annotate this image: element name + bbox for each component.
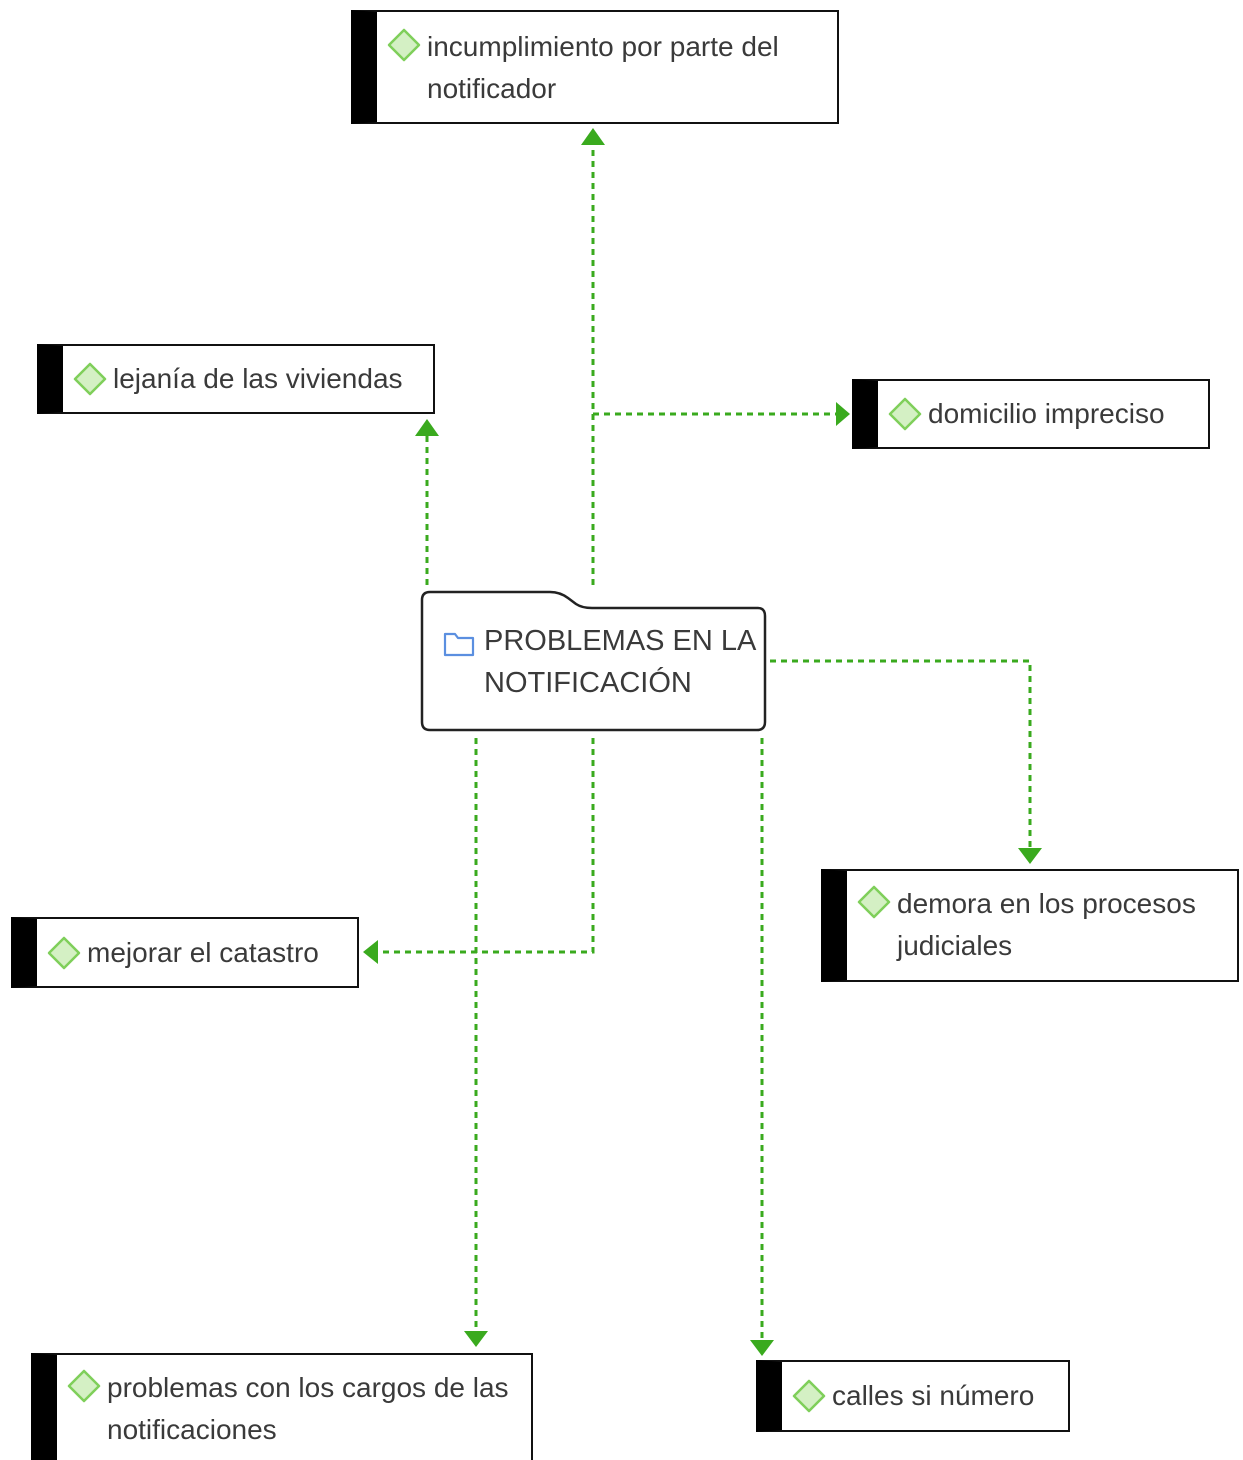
- node-lejania[interactable]: lejanía de las viviendas: [37, 344, 435, 414]
- diamond-icon: [857, 885, 891, 919]
- central-node[interactable]: PROBLEMAS EN LA NOTIFICACIÓN: [420, 590, 767, 732]
- node-label: calles si número: [832, 1380, 1035, 1411]
- arrowhead-catastro: [363, 940, 378, 964]
- node-label: domicilio impreciso: [928, 398, 1165, 429]
- connector-to-catastro: [378, 738, 595, 954]
- arrowhead-lejania: [415, 419, 439, 436]
- diamond-icon: [47, 936, 81, 969]
- node-label: lejanía de las viviendas: [113, 363, 403, 394]
- connector-to-demora: [770, 659, 1032, 848]
- node-calles[interactable]: calles si número: [756, 1360, 1070, 1432]
- folder-shape: [420, 590, 767, 732]
- arrowhead-calles: [750, 1340, 774, 1356]
- diamond-icon: [67, 1369, 101, 1403]
- node-label: mejorar el catastro: [87, 936, 319, 968]
- arrowhead-incumplimiento: [581, 128, 605, 145]
- node-label: demora en los procesos judiciales: [897, 888, 1196, 961]
- folder-icon: [443, 632, 475, 657]
- central-node-label: PROBLEMAS EN LA NOTIFICACIÓN: [484, 625, 755, 699]
- node-label: incumplimiento por parte del notificador: [427, 31, 779, 104]
- node-incumplimiento[interactable]: incumplimiento por parte del notificador: [351, 10, 839, 124]
- node-demora[interactable]: demora en los procesos judiciales: [821, 869, 1239, 982]
- arrowhead-cargos: [464, 1331, 488, 1347]
- diamond-icon: [73, 362, 107, 396]
- node-domicilio[interactable]: domicilio impreciso: [852, 379, 1210, 449]
- node-label: problemas con los cargos de las notifica…: [107, 1372, 509, 1445]
- diamond-icon: [387, 28, 421, 62]
- diamond-icon: [792, 1379, 826, 1413]
- node-cargos[interactable]: problemas con los cargos de las notifica…: [31, 1353, 533, 1460]
- arrowhead-domicilio: [836, 402, 850, 426]
- node-catastro[interactable]: mejorar el catastro: [11, 917, 359, 988]
- diamond-icon: [888, 397, 922, 431]
- arrowhead-demora: [1018, 848, 1042, 864]
